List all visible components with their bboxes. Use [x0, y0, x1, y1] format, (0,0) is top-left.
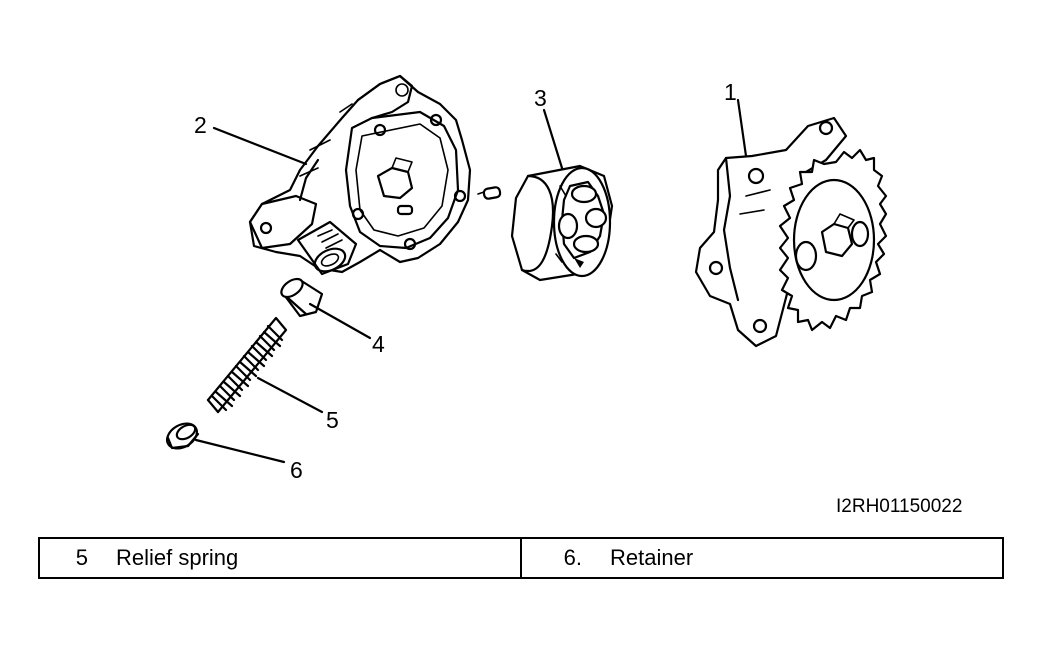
relief-plunger-drawing — [280, 277, 324, 318]
relief-spring-drawing — [206, 316, 288, 414]
callout-4: 4 — [372, 331, 385, 357]
callout-1: 1 — [724, 79, 737, 105]
legend-number: 6. — [563, 545, 582, 570]
callout-2: 2 — [194, 112, 207, 138]
legend-cell-6: 6. Retainer — [520, 539, 1002, 577]
legend-cell-5: 5 Relief spring — [40, 539, 520, 577]
legend-number: 5 — [75, 545, 88, 570]
legend-name: Relief spring — [116, 545, 239, 570]
retainer-drawing — [165, 422, 200, 450]
callout-3: 3 — [534, 85, 547, 111]
callout-5: 5 — [326, 407, 339, 433]
callout-6: 6 — [290, 457, 303, 483]
rotor-set-drawing — [510, 164, 614, 282]
pump-housing-drawing — [248, 74, 472, 276]
figure-id: I2RH01150022 — [836, 496, 962, 517]
legend-name: Retainer — [610, 545, 694, 570]
dowel-pin-drawing — [477, 186, 502, 200]
leader-lines — [194, 98, 748, 464]
legend-table: 5 Relief spring 6. Retainer — [38, 537, 1004, 579]
pump-assembly-drawing — [694, 116, 888, 348]
